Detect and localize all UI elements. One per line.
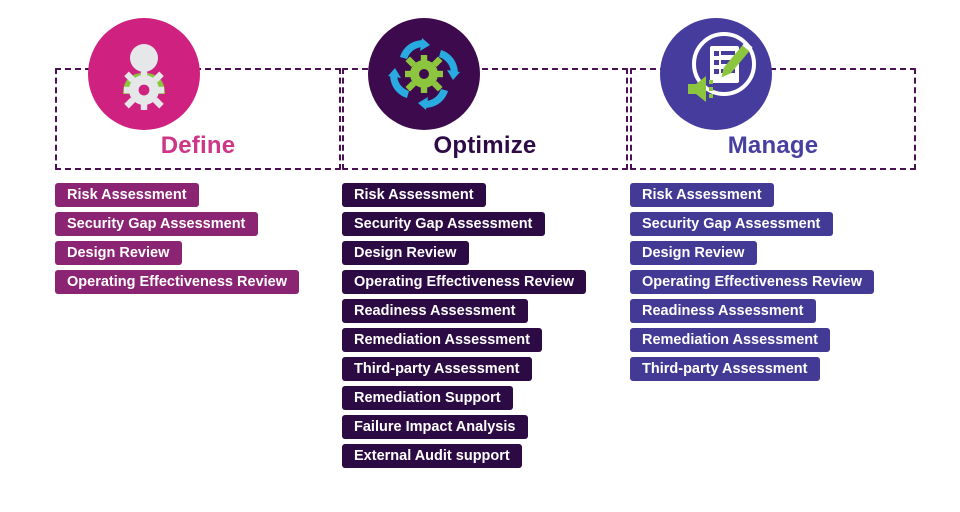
list-item-label: Operating Effectiveness Review <box>67 273 287 290</box>
list-item-label: Risk Assessment <box>642 186 762 203</box>
list-item[interactable]: Operating Effectiveness Review <box>342 270 586 294</box>
list-item-label: Readiness Assessment <box>354 302 516 319</box>
list-item[interactable]: Remediation Assessment <box>342 328 542 352</box>
list-item-label: Remediation Assessment <box>642 331 818 348</box>
list-item-label: Third-party Assessment <box>642 360 808 377</box>
list-item[interactable]: Readiness Assessment <box>630 299 816 323</box>
list-item-label: Operating Effectiveness Review <box>354 273 574 290</box>
list-item[interactable]: Design Review <box>630 241 757 265</box>
list-item[interactable]: Risk Assessment <box>630 183 774 207</box>
list-item[interactable]: Security Gap Assessment <box>55 212 258 236</box>
list-item-label: External Audit support <box>354 447 510 464</box>
list-item-label: Remediation Support <box>354 389 501 406</box>
megaphone-shape <box>688 76 713 102</box>
manage-badge-circle <box>660 18 772 130</box>
list-item[interactable]: Operating Effectiveness Review <box>630 270 874 294</box>
list-item-label: Security Gap Assessment <box>67 215 246 232</box>
list-item[interactable]: Design Review <box>55 241 182 265</box>
list-item-label: Security Gap Assessment <box>642 215 821 232</box>
clipboard-pencil-megaphone-icon <box>670 28 762 120</box>
list-item-label: Remediation Assessment <box>354 331 530 348</box>
list-item-label: Risk Assessment <box>67 186 187 203</box>
list-item-label: Operating Effectiveness Review <box>642 273 862 290</box>
list-item-label: Design Review <box>354 244 457 261</box>
list-item[interactable]: Security Gap Assessment <box>342 212 545 236</box>
column-heading-define: Define <box>160 132 236 159</box>
column-heading-optimize: Optimize <box>433 132 537 159</box>
define-badge-circle <box>88 18 200 130</box>
list-item-label: Security Gap Assessment <box>354 215 533 232</box>
service-list-define: Risk Assessment Security Gap Assessment … <box>55 183 299 299</box>
person-gear-icon <box>105 35 183 113</box>
service-list-manage: Risk Assessment Security Gap Assessment … <box>630 183 874 386</box>
list-item-label: Risk Assessment <box>354 186 474 203</box>
list-item-label: Design Review <box>67 244 170 261</box>
dashed-frame-optimize <box>342 68 628 170</box>
list-item[interactable]: Failure Impact Analysis <box>342 415 528 439</box>
list-item[interactable]: Operating Effectiveness Review <box>55 270 299 294</box>
service-list-optimize: Risk Assessment Security Gap Assessment … <box>342 183 586 473</box>
column-heading-manage: Manage <box>727 132 819 159</box>
list-item[interactable]: Security Gap Assessment <box>630 212 833 236</box>
list-item-label: Design Review <box>642 244 745 261</box>
optimize-badge-circle <box>368 18 480 130</box>
list-item[interactable]: Third-party Assessment <box>630 357 820 381</box>
list-item[interactable]: Remediation Support <box>342 386 513 410</box>
list-item[interactable]: Remediation Assessment <box>630 328 830 352</box>
list-item-label: Failure Impact Analysis <box>354 418 516 435</box>
gear-refresh-cycle-icon <box>384 34 464 114</box>
list-item-label: Readiness Assessment <box>642 302 804 319</box>
dashed-frame-manage <box>630 68 916 170</box>
list-item[interactable]: Risk Assessment <box>342 183 486 207</box>
list-item[interactable]: Design Review <box>342 241 469 265</box>
list-item[interactable]: Readiness Assessment <box>342 299 528 323</box>
list-item-label: Third-party Assessment <box>354 360 520 377</box>
list-item[interactable]: External Audit support <box>342 444 522 468</box>
list-item[interactable]: Third-party Assessment <box>342 357 532 381</box>
list-item[interactable]: Risk Assessment <box>55 183 199 207</box>
